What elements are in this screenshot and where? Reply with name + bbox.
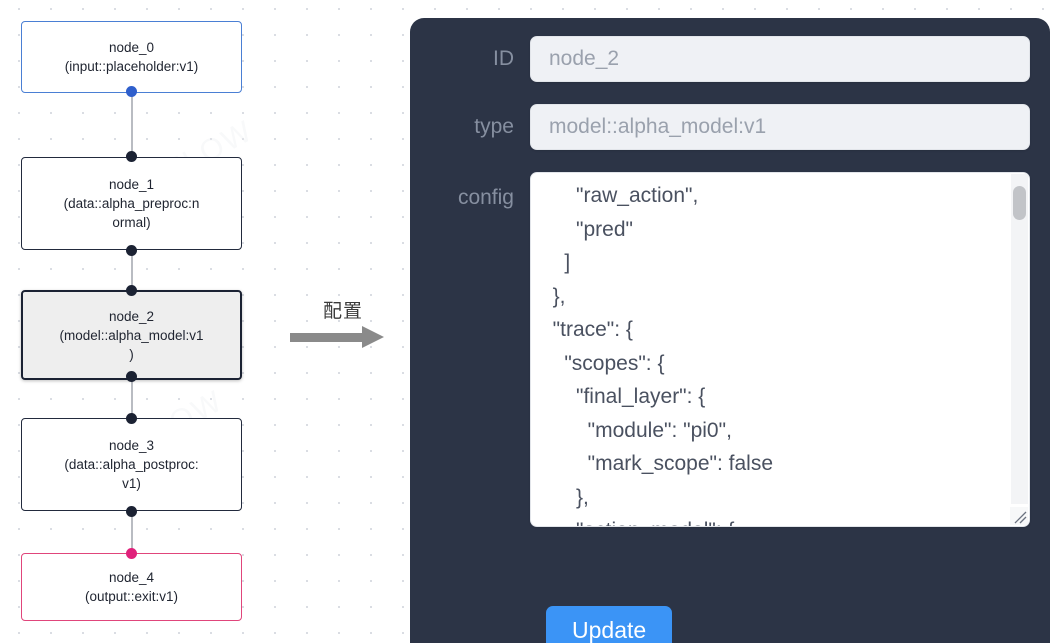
- node-inspector-panel: ID node_2 type model::alpha_model:v1 con…: [410, 18, 1050, 643]
- node-handle-target-node_3[interactable]: [126, 413, 137, 424]
- node-name: node_4: [108, 570, 155, 585]
- graph-node-node_3[interactable]: node_3 (data::alpha_postproc: v1): [21, 418, 242, 511]
- node-name: node_3: [108, 438, 155, 453]
- node-type-line2: ): [129, 346, 134, 362]
- graph-node-node_0[interactable]: node_0 (input::placeholder:v1): [21, 21, 242, 93]
- edge-node3-node4: [131, 511, 133, 550]
- node-type: (input::placeholder:v1): [64, 59, 199, 74]
- transition-annotation: 配置: [288, 296, 398, 348]
- node-name: node_2: [108, 308, 155, 324]
- node-name: node_1: [108, 177, 155, 192]
- node-handle-source-node_3[interactable]: [126, 506, 137, 517]
- arrow-right-icon: [288, 326, 398, 348]
- graph-node-node_4[interactable]: node_4 (output::exit:v1): [21, 553, 242, 621]
- node-type-line1: (data::alpha_preproc:n: [63, 196, 200, 211]
- node-type-line2: v1): [122, 476, 141, 491]
- node-type-line2: ormal): [112, 215, 151, 230]
- type-input[interactable]: model::alpha_model:v1: [530, 104, 1030, 150]
- node-graph[interactable]: node_0 (input::placeholder:v1) node_1 (d…: [0, 0, 400, 643]
- node-type-line1: (model::alpha_model:v1: [59, 327, 204, 343]
- config-label: config: [457, 186, 514, 209]
- graph-node-node_2[interactable]: node_2 (model::alpha_model:v1 ): [21, 290, 242, 380]
- config-textarea-wrap[interactable]: "raw_action", "pred" ] }, "trace": { "sc…: [530, 172, 1030, 527]
- update-button[interactable]: Update: [546, 606, 673, 643]
- resize-grip-icon[interactable]: [1010, 507, 1028, 525]
- node-handle-source-node_2[interactable]: [126, 371, 137, 382]
- button-row: Update: [546, 606, 673, 643]
- node-type-line1: (data::alpha_postproc:: [64, 457, 199, 472]
- node-type: (output::exit:v1): [84, 589, 179, 604]
- id-label: ID: [493, 47, 514, 70]
- edge-node1-node2: [131, 250, 133, 290]
- field-row-id: ID node_2: [410, 36, 1030, 82]
- config-scrollbar[interactable]: [1011, 174, 1028, 504]
- transition-label: 配置: [322, 300, 363, 322]
- config-scrollbar-thumb[interactable]: [1013, 186, 1026, 220]
- edge-node0-node1: [131, 91, 133, 157]
- node-handle-target-node_4[interactable]: [126, 548, 137, 559]
- id-input[interactable]: node_2: [530, 36, 1030, 82]
- field-row-type: type model::alpha_model:v1: [410, 104, 1030, 150]
- type-label: type: [474, 115, 514, 138]
- node-handle-source-node_1[interactable]: [126, 245, 137, 256]
- node-handle-source-node_0[interactable]: [126, 86, 137, 97]
- edge-node2-node3: [131, 375, 133, 418]
- field-row-config: config "raw_action", "pred" ] }, "trace"…: [410, 172, 1030, 527]
- config-textarea[interactable]: "raw_action", "pred" ] }, "trace": { "sc…: [552, 184, 773, 526]
- node-name: node_0: [108, 40, 155, 55]
- node-handle-target-node_1[interactable]: [126, 151, 137, 162]
- graph-node-node_1[interactable]: node_1 (data::alpha_preproc:n ormal): [21, 157, 242, 250]
- node-handle-target-node_2[interactable]: [126, 285, 137, 296]
